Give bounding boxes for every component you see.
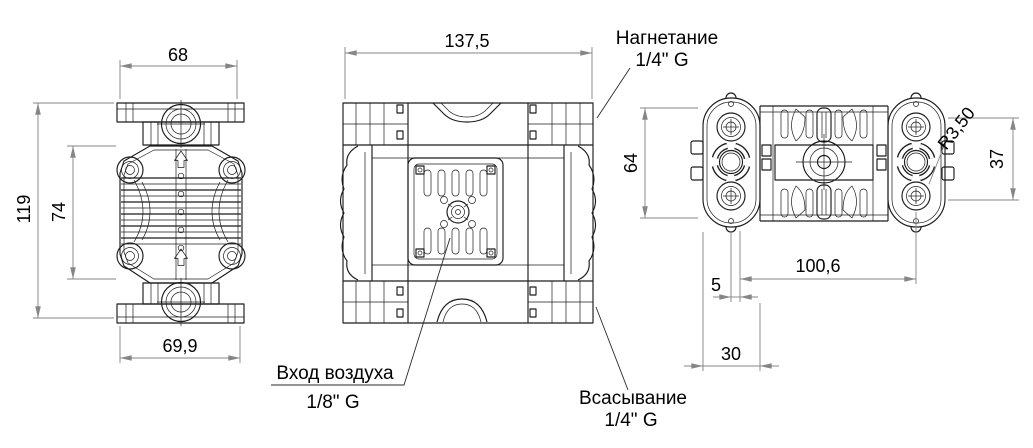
dimensions-layer: 68 119 74 69,9 137,5 64: [14, 31, 1019, 371]
discharge-boss: [796, 134, 852, 190]
air-inlet-label-name: Вход воздуха: [276, 363, 394, 384]
labels-layer: Нагнетание 1/4" G Вход воздуха 1/8" G Вс…: [271, 28, 718, 431]
dim-front-width-top: 68: [119, 45, 238, 99]
suction-label-size: 1/4" G: [604, 410, 657, 431]
center-housing: [759, 105, 889, 222]
ribs-bottom: [780, 184, 868, 220]
dim-top-height: 64: [621, 107, 698, 219]
side-view: [339, 102, 597, 324]
discharge-label-name: Нагнетание: [616, 28, 718, 49]
dim-text-side-width: 137,5: [444, 31, 489, 51]
air-inlet-hub: [440, 196, 476, 228]
dim-text-top-foot: 30: [721, 344, 741, 364]
dim-text-top-offset: 5: [711, 275, 721, 295]
dim-front-height: 119: [14, 102, 114, 319]
dim-top-offset: 5: [711, 275, 758, 300]
dim-text-front-width-top: 68: [168, 45, 188, 65]
end-plate-right: [887, 92, 955, 233]
air-inlet-label: Вход воздуха 1/8" G: [271, 237, 451, 413]
dim-top-foot: 30: [684, 232, 779, 371]
flow-arrow-icon: [174, 150, 188, 168]
dim-text-front-inner-height: 74: [49, 202, 69, 222]
discharge-label-size: 1/4" G: [635, 50, 688, 71]
dim-front-width-bottom: 69,9: [119, 326, 241, 363]
discharge-label: Нагнетание 1/4" G: [596, 28, 718, 119]
dim-top-length: 100,6: [730, 212, 917, 302]
dim-side-width: 137,5: [344, 31, 593, 99]
petal-cutouts: [711, 142, 751, 182]
flow-arrow-icon: [174, 248, 188, 266]
dim-text-front-height: 119: [14, 195, 34, 224]
dim-top-bolt-span: 37: [948, 117, 1019, 201]
flange-bolt-hooks: [396, 104, 537, 318]
bottom-port-circle: [157, 278, 205, 326]
dim-text-front-width-bottom: 69,9: [162, 336, 197, 356]
petal-cutouts: [896, 142, 936, 182]
end-plate-left: [690, 92, 761, 233]
air-valve-panel: [407, 157, 504, 266]
top-port-circle: [157, 100, 205, 148]
suction-label-name: Всасывание: [579, 388, 687, 409]
top-view: [690, 92, 955, 233]
front-view: [116, 100, 246, 326]
dim-text-top-bolt-span: 37: [987, 149, 1007, 169]
clamp-band-right: [563, 145, 597, 281]
dim-text-top-height: 64: [621, 153, 641, 173]
dim-text-top-length: 100,6: [795, 256, 840, 276]
dim-front-inner-height: 74: [49, 145, 116, 280]
diaphragm-ribs: [121, 177, 241, 245]
suction-label: Всасывание 1/4" G: [579, 306, 687, 431]
air-inlet-label-size: 1/8" G: [306, 392, 359, 413]
corner-bolt: [116, 156, 246, 270]
clamp-band-left: [339, 145, 373, 281]
